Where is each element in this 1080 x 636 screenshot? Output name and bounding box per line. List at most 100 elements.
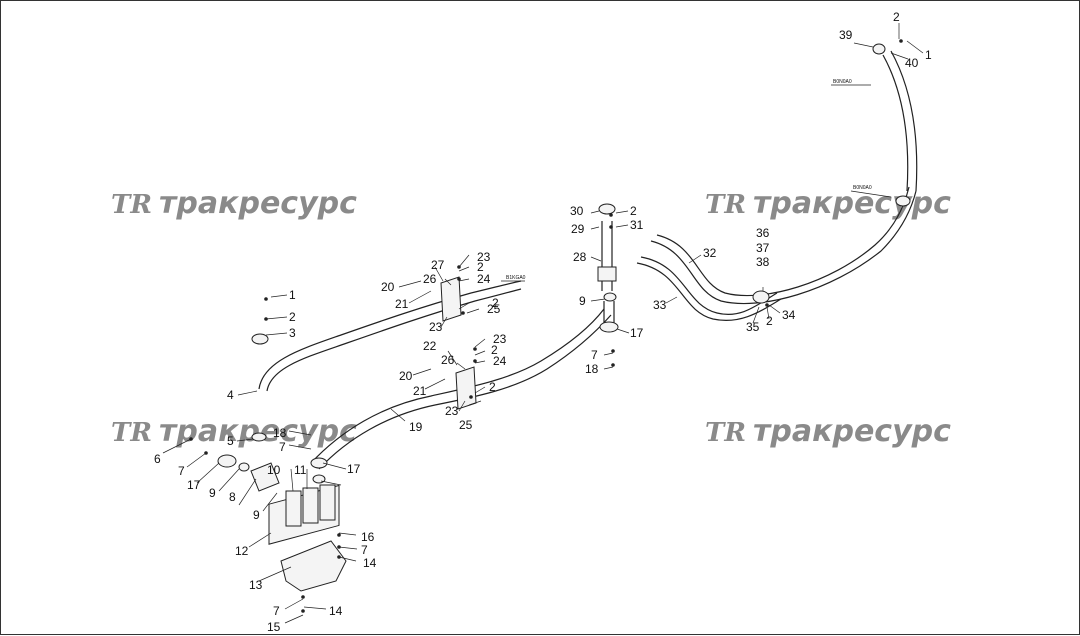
callout: 38 — [756, 255, 770, 269]
callout: 12 — [235, 544, 249, 558]
callout: 40 — [905, 56, 919, 70]
callout: 2 — [289, 310, 296, 324]
callout: 18 — [273, 426, 287, 440]
hose-upper-left — [266, 288, 522, 392]
hose-top-right — [890, 50, 918, 192]
hose-33 — [636, 262, 782, 321]
callout: 23 — [477, 250, 491, 264]
hose-33 — [640, 256, 778, 315]
callout: 20 — [381, 280, 395, 294]
hose-upper-left — [258, 280, 522, 390]
callout: 7 — [591, 348, 598, 362]
callout: 7 — [279, 440, 286, 454]
callout: 7 — [178, 464, 185, 478]
callout: 33 — [653, 298, 667, 312]
callout: 7 — [273, 604, 280, 618]
callout: 2 — [893, 10, 900, 24]
oring-9 — [238, 462, 250, 472]
watermark-logo: TR — [111, 190, 152, 220]
callout: 30 — [570, 204, 584, 218]
callout: 5 — [227, 434, 234, 448]
fasteners — [189, 39, 903, 613]
callout: 2 — [766, 314, 773, 328]
callout: 22 — [423, 339, 437, 353]
callout: 10 — [267, 463, 281, 477]
clamp-right — [895, 195, 911, 207]
watermark-text: тракресурс — [753, 186, 951, 221]
bracket-26 — [455, 366, 477, 410]
callout: 26 — [441, 353, 455, 367]
watermark-text: тракресурс — [159, 186, 357, 221]
watermark-1: TR тракресурс — [111, 186, 357, 221]
callout: 24 — [493, 354, 507, 368]
callout: 19 — [409, 420, 423, 434]
callout: 25 — [459, 418, 473, 432]
valve-section — [302, 487, 319, 524]
callout: 15 — [267, 620, 281, 634]
watermark-2: TR тракресурс — [705, 186, 951, 221]
callout: 25 — [487, 302, 501, 316]
callout: 34 — [782, 308, 796, 322]
callout: 35 — [746, 320, 760, 334]
callout: 28 — [573, 250, 587, 264]
callout: 6 — [154, 452, 161, 466]
callout: 18 — [585, 362, 599, 376]
callout: 11 — [294, 463, 307, 477]
callout: 17 — [347, 462, 361, 476]
watermark-text: тракресурс — [753, 414, 951, 449]
callout: 23 — [493, 332, 507, 346]
hoses — [258, 50, 918, 470]
washer-5 — [251, 432, 267, 442]
leader-lines — [162, 23, 924, 624]
callout: 27 — [431, 258, 445, 272]
callout: 31 — [630, 218, 644, 232]
bracket-27 — [440, 276, 462, 322]
watermark-text: тракресурс — [159, 414, 357, 449]
watermark-4: TR тракресурс — [705, 414, 951, 449]
callout: 7 — [361, 543, 368, 557]
callout: 2 — [491, 343, 498, 357]
clamp-3 — [251, 333, 269, 345]
hose-32 — [650, 190, 917, 305]
callout: 17 — [630, 326, 644, 340]
tag-label: B0N0A0 — [833, 79, 852, 85]
tag-label: B0N0A0 — [853, 185, 872, 191]
callout: 8 — [229, 490, 236, 504]
callout: 1 — [925, 48, 932, 62]
callout: 23 — [429, 320, 443, 334]
flange-17b — [310, 457, 328, 469]
flange-17 — [217, 454, 237, 468]
watermark-logo: TR — [705, 190, 746, 220]
callout: 2 — [477, 260, 484, 274]
mount-plate — [280, 540, 347, 592]
block-28 — [597, 266, 617, 282]
callout: 21 — [413, 384, 427, 398]
callout: 36 — [756, 226, 770, 240]
callout: 13 — [249, 578, 263, 592]
callout: 20 — [399, 369, 413, 383]
callout: 39 — [839, 28, 853, 42]
callout: 1 — [289, 288, 296, 302]
callouts: 1 2 3 4 5 6 7 8 9 9 10 11 12 13 14 14 15… — [154, 10, 932, 634]
callout: 24 — [477, 272, 491, 286]
clamp-17 — [599, 321, 619, 333]
valve-section — [285, 490, 302, 527]
callout: 14 — [363, 556, 377, 570]
hose-32 — [656, 186, 910, 297]
callout: 32 — [703, 246, 717, 260]
callout: 16 — [361, 530, 375, 544]
callout: 9 — [579, 294, 586, 308]
watermark-logo: TR — [705, 418, 746, 448]
callout: 23 — [445, 404, 459, 418]
callout: 17 — [187, 478, 201, 492]
adapter-block — [250, 462, 280, 492]
components — [217, 43, 911, 592]
callout: 37 — [756, 241, 770, 255]
callout: 3 — [289, 326, 296, 340]
callout: 2 — [489, 380, 496, 394]
tag-label: B1KGA0 — [506, 275, 526, 281]
clamp-30 — [598, 203, 616, 215]
fitting-40 — [872, 43, 886, 55]
